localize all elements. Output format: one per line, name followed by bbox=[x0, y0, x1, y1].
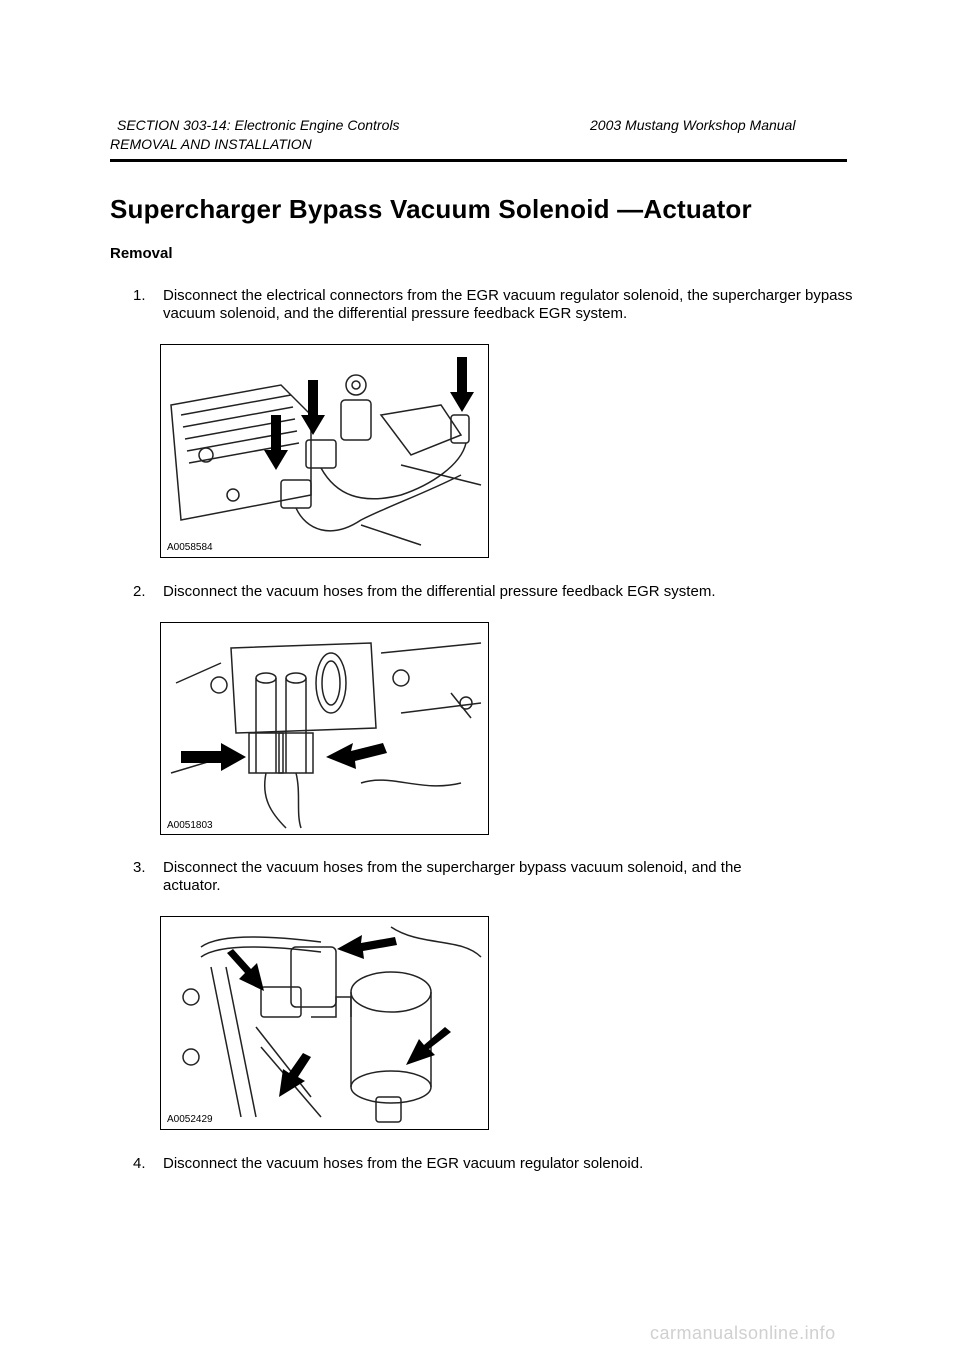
figure-id: A0058584 bbox=[167, 542, 213, 553]
subsection-header: REMOVAL AND INSTALLATION bbox=[110, 136, 312, 152]
solenoid-actuator-illustration: A0052429 bbox=[167, 926, 482, 1125]
step-number: 1. bbox=[133, 287, 146, 304]
vacuum-hose-illustration: A0051803 bbox=[167, 642, 482, 831]
removal-heading: Removal bbox=[110, 245, 173, 262]
section-header: SECTION 303-14: Electronic Engine Contro… bbox=[117, 117, 400, 133]
step-text: Disconnect the vacuum hoses from the EGR… bbox=[163, 1155, 644, 1172]
figure-3: A0052429 bbox=[160, 916, 489, 1130]
step-text: Disconnect the electrical connectors fro… bbox=[163, 287, 853, 322]
figure-2: A0051803 bbox=[160, 622, 489, 835]
figure-id: A0051803 bbox=[167, 820, 213, 831]
step-text: Disconnect the vacuum hoses from the dif… bbox=[163, 583, 716, 600]
step-number: 2. bbox=[133, 583, 146, 600]
manual-title: 2003 Mustang Workshop Manual bbox=[590, 117, 796, 133]
page-title: Supercharger Bypass Vacuum Solenoid —Act… bbox=[110, 194, 752, 224]
step-number: 3. bbox=[133, 859, 146, 876]
step-number: 4. bbox=[133, 1155, 146, 1172]
watermark: carmanualsonline.info bbox=[650, 1323, 836, 1343]
step-text: Disconnect the vacuum hoses from the sup… bbox=[163, 859, 742, 894]
figure-1: A0058584 bbox=[160, 344, 489, 558]
engine-connector-illustration: A0058584 bbox=[167, 357, 482, 553]
header-rule bbox=[110, 159, 847, 162]
figure-id: A0052429 bbox=[167, 1114, 213, 1125]
